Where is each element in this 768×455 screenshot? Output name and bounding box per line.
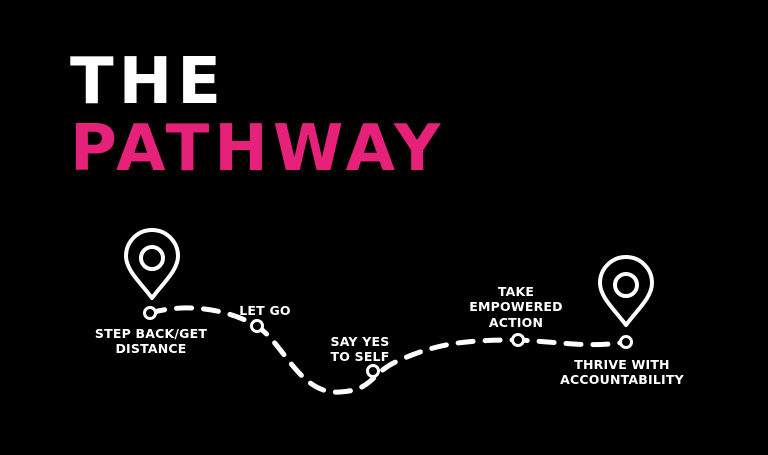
end-map-pin-icon — [598, 255, 654, 327]
step-label-thrive: THRIVE WITH ACCOUNTABILITY — [560, 357, 684, 388]
waypoint-say-yes — [366, 364, 380, 378]
step-label-let-go: LET GO — [239, 303, 291, 318]
waypoint-thrive — [619, 335, 633, 349]
title-pathway: PATHWAY — [70, 112, 446, 186]
start-map-pin-icon — [124, 228, 180, 300]
waypoint-take-action — [511, 333, 525, 347]
waypoint-step-back — [143, 306, 157, 320]
title-the: THE — [70, 45, 226, 119]
waypoint-let-go — [250, 319, 264, 333]
step-label-say-yes: SAY YES TO SELF — [330, 334, 390, 365]
step-label-step-back: STEP BACK/GET DISTANCE — [94, 326, 208, 357]
dashed-path — [147, 305, 629, 395]
step-label-take-action: TAKE EMPOWERED ACTION — [469, 284, 563, 330]
